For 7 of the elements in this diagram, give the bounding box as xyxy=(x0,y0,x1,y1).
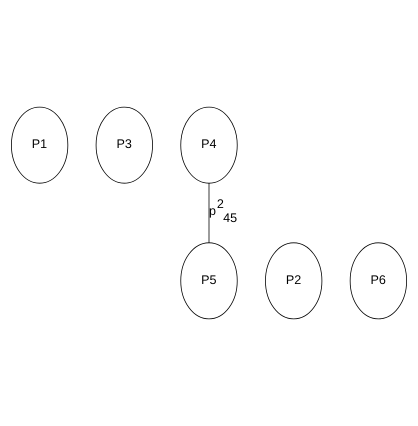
node-ellipse: P2 xyxy=(265,242,322,320)
node-ellipse: P4 xyxy=(180,106,238,184)
node-ellipse: P3 xyxy=(96,106,153,184)
connector xyxy=(208,182,210,244)
node-ellipse: P1 xyxy=(11,106,68,184)
node-ellipse: P6 xyxy=(350,242,407,320)
node-ellipse: P5 xyxy=(180,242,238,320)
